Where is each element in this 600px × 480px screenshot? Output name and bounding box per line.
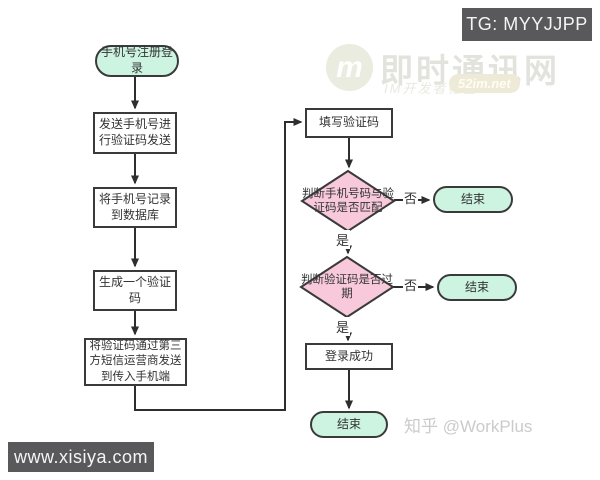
credit-watermark: 知乎 @WorkPlus xyxy=(404,417,533,436)
edge-label-yes-match: 是 xyxy=(335,230,351,249)
edge-label-no-match: 否 xyxy=(403,188,419,207)
decision-match-shape xyxy=(300,169,396,233)
decision-expire-shape xyxy=(299,255,395,319)
end-node-final: 结束 xyxy=(310,411,388,438)
site-url-badge: www.xisiya.com xyxy=(8,442,154,472)
edge-label-yes-expire: 是 xyxy=(335,317,351,336)
process-record-db: 将手机号记录到数据库 xyxy=(93,187,177,228)
tg-badge: TG: MYYJJPP xyxy=(462,8,592,41)
process-login-success: 登录成功 xyxy=(305,343,393,370)
process-send-sms: 将验证码通过第三方短信运营商发送到传入手机端 xyxy=(84,338,187,386)
watermark-domain-pill: 52im.net xyxy=(449,74,520,93)
watermark-logo-icon: m xyxy=(326,44,373,91)
process-fill-code: 填写验证码 xyxy=(305,108,393,138)
process-gen-code: 生成一个验证码 xyxy=(93,270,177,311)
edge-label-no-expire: 否 xyxy=(403,275,419,294)
process-send-code: 发送手机号进行验证码发送 xyxy=(93,112,177,154)
end-node-match-no: 结束 xyxy=(433,186,513,213)
edge-sms-loop-to-fill xyxy=(134,118,303,411)
end-node-expire-no: 结束 xyxy=(437,274,517,301)
start-node: 手机号注册登录 xyxy=(95,45,179,77)
